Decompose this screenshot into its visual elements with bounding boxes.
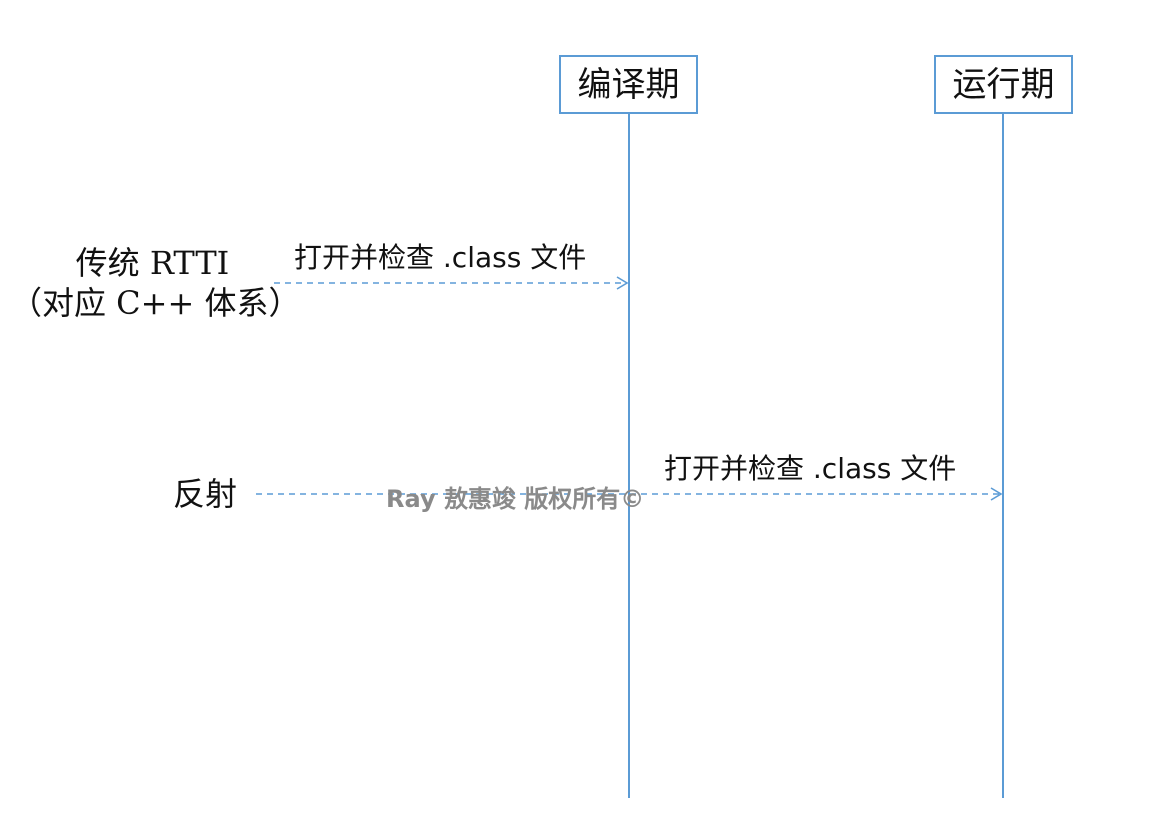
compile-phase-box: 编译期 [559, 55, 698, 114]
copyright-watermark: Ray 敖惠竣 版权所有© [386, 485, 645, 513]
reflection-actor-label: 反射 [172, 475, 237, 513]
runtime-phase-box: 运行期 [934, 55, 1073, 114]
reflection-message-label: 打开并检查 .class 文件 [664, 452, 957, 485]
rtti-message-label: 打开并检查 .class 文件 [294, 241, 587, 274]
rtti-label-line1: 传统 RTTI [75, 244, 230, 282]
rtti-label-line2: （对应 C++ 体系） [10, 284, 301, 322]
rtti-actor-label: 传统 RTTI （对应 C++ 体系） [10, 243, 301, 323]
